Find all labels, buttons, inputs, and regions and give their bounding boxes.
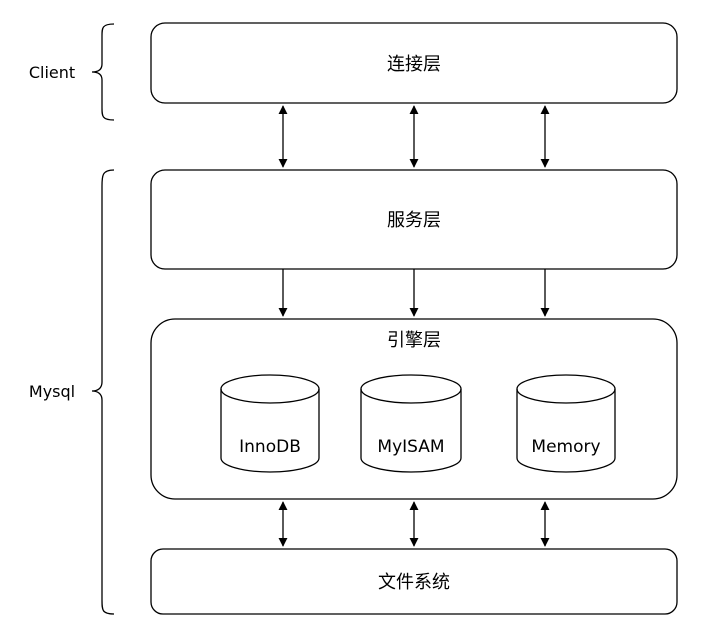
mysql-label: Mysql [29, 382, 75, 401]
myisam-label: MyISAM [377, 437, 444, 457]
filesystem-layer-label: 文件系统 [378, 572, 450, 593]
memory-label: Memory [531, 437, 600, 457]
client-label: Client [29, 63, 75, 82]
mysql-brace [91, 169, 115, 615]
myisam-cylinder [360, 374, 462, 473]
service-layer-label: 服务层 [387, 210, 441, 231]
client-brace [91, 23, 115, 121]
engine-layer-label: 引擎层 [387, 330, 441, 351]
innodb-label: InnoDB [239, 437, 301, 457]
engine-filesystem-arrows [278, 501, 550, 547]
filesystem-layer-box [150, 548, 678, 615]
connection-layer-label: 连接层 [387, 54, 441, 75]
service-engine-arrows [278, 269, 550, 317]
memory-cylinder [516, 374, 616, 473]
connection-layer-box [150, 22, 678, 104]
connection-service-arrows [278, 105, 550, 168]
innodb-cylinder [220, 374, 320, 473]
